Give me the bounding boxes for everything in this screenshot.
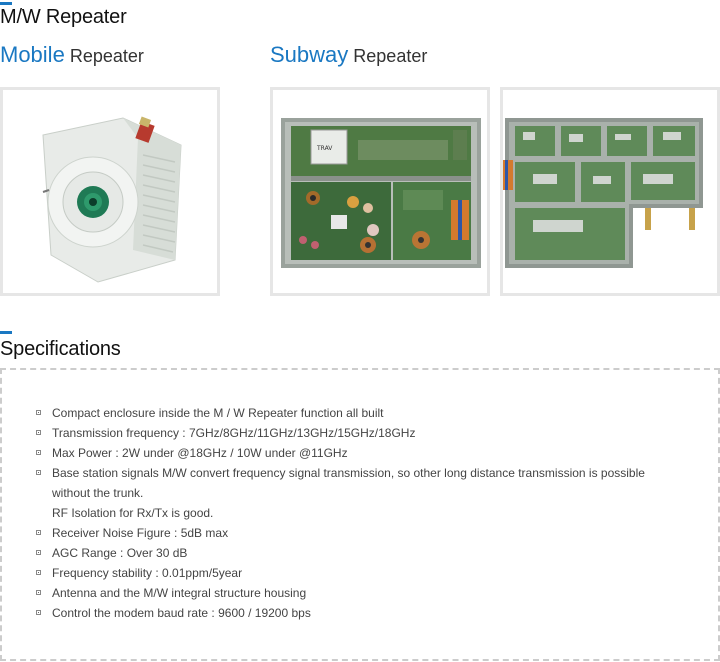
spec-item: Control the modem baud rate : 9600 / 192…	[34, 603, 702, 623]
subway-repeater-board-photo-2	[500, 87, 720, 296]
bullet-icon	[36, 530, 41, 535]
specifications-box: Compact enclosure inside the M / W Repea…	[0, 368, 720, 661]
spec-item: Max Power : 2W under @18GHz / 10W under …	[34, 443, 702, 463]
bullet-icon	[36, 570, 41, 575]
bullet-icon	[36, 410, 41, 415]
spec-item-continuation: RF Isolation for Rx/Tx is good.	[34, 503, 702, 523]
bullet-icon	[36, 470, 41, 475]
spec-item: Compact enclosure inside the M / W Repea…	[34, 403, 702, 423]
spec-item: AGC Range : Over 30 dB	[34, 543, 702, 563]
spec-item: Base station signals M/W convert frequen…	[34, 463, 702, 483]
spec-text: AGC Range : Over 30 dB	[52, 546, 188, 560]
mobile-rest: Repeater	[64, 46, 144, 66]
subway-repeater-board-photo-1: TRAV	[270, 87, 490, 296]
subway-rest: Repeater	[348, 46, 428, 66]
subway-board-illustration-2	[503, 118, 703, 268]
spec-item: Receiver Noise Figure : 5dB max	[34, 523, 702, 543]
spec-item: Transmission frequency : 7GHz/8GHz/11GHz…	[34, 423, 702, 443]
bullet-icon	[36, 450, 41, 455]
specifications-title: Specifications	[0, 338, 121, 360]
spec-text: Receiver Noise Figure : 5dB max	[52, 526, 229, 540]
svg-text:TRAV: TRAV	[316, 145, 333, 152]
subway-repeater-heading: Subway Repeater	[270, 42, 427, 68]
spec-text: without the trunk.	[52, 486, 144, 500]
mobile-highlight: Mobile	[0, 42, 65, 67]
section-marker	[0, 331, 12, 334]
spec-text: Compact enclosure inside the M / W Repea…	[52, 406, 384, 420]
mobile-repeater-heading: Mobile Repeater	[0, 42, 144, 68]
bullet-icon	[36, 430, 41, 435]
subway-highlight: Subway	[270, 42, 349, 67]
spec-text: Control the modem baud rate : 9600 / 192…	[52, 606, 311, 620]
mobile-repeater-photo	[0, 87, 220, 296]
spec-item: Antenna and the M/W integral structure h…	[34, 583, 702, 603]
spec-text: Base station signals M/W convert frequen…	[52, 466, 645, 480]
bullet-icon	[36, 590, 41, 595]
spec-item: Frequency stability : 0.01ppm/5year	[34, 563, 702, 583]
spec-text: Frequency stability : 0.01ppm/5year	[52, 566, 243, 580]
spec-text: RF Isolation for Rx/Tx is good.	[52, 506, 214, 520]
bullet-icon	[36, 550, 41, 555]
bullet-icon	[36, 610, 41, 615]
subway-board-illustration-1: TRAV	[281, 118, 481, 268]
spec-text: Transmission frequency : 7GHz/8GHz/11GHz…	[52, 426, 416, 440]
specifications-list: Compact enclosure inside the M / W Repea…	[34, 403, 702, 623]
section-marker	[0, 2, 12, 5]
page-title: M/W Repeater	[0, 6, 127, 28]
spec-text: Max Power : 2W under @18GHz / 10W under …	[52, 446, 348, 460]
spec-text: Antenna and the M/W integral structure h…	[52, 586, 307, 600]
spec-item-continuation: without the trunk.	[34, 483, 702, 503]
mobile-repeater-illustration	[42, 116, 182, 283]
